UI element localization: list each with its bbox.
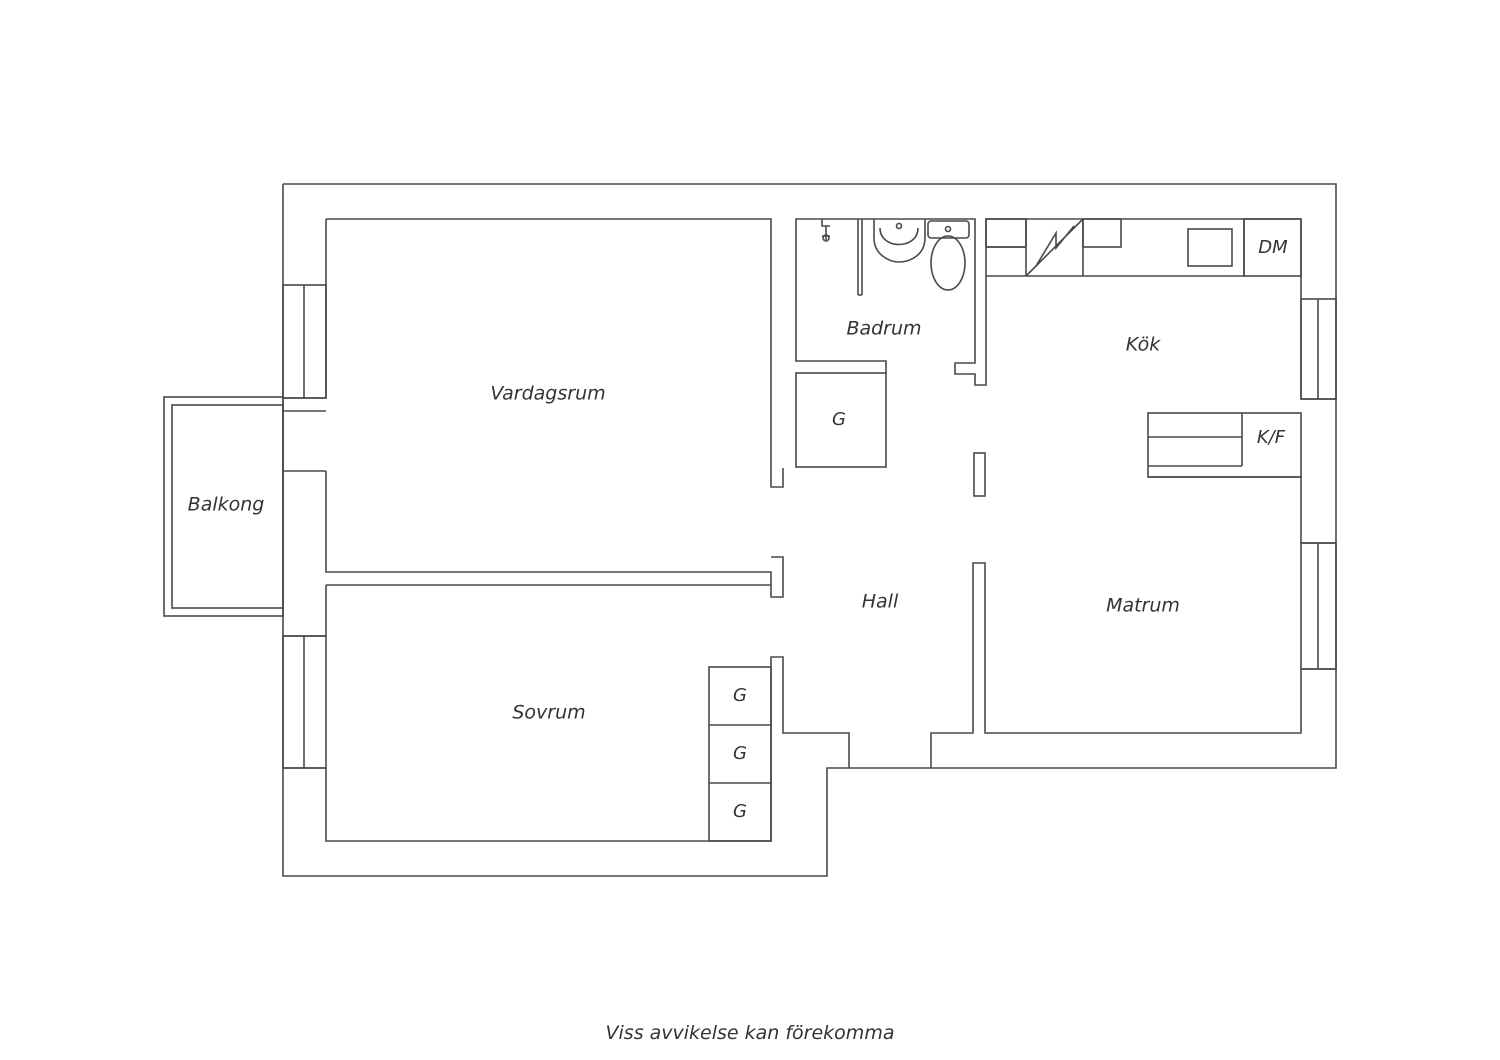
outer-walls xyxy=(282,183,1337,877)
fridge-freezer xyxy=(1147,412,1302,478)
room-label-balkong: Balkong xyxy=(188,494,265,516)
balcony xyxy=(163,396,284,617)
room-label-vardagsrum: Vardagsrum xyxy=(490,383,605,405)
shower-head-icon xyxy=(822,234,830,242)
kitchen-fixtures xyxy=(985,218,1302,478)
bedroom-closet-label-3: G xyxy=(733,801,747,822)
room-label-kok: Kök xyxy=(1126,334,1161,356)
bedroom-closet-label-2: G xyxy=(733,743,747,764)
room-label-badrum: Badrum xyxy=(846,318,921,340)
disclaimer-caption: Viss avvikelse kan förekomma xyxy=(605,1022,895,1044)
bedroom-closets xyxy=(708,666,772,842)
electric-stove-icon xyxy=(1025,218,1084,277)
wall-stub xyxy=(973,452,986,497)
hall-closet-label: G xyxy=(832,409,846,430)
room-label-sovrum: Sovrum xyxy=(512,702,585,724)
room-label-hall: Hall xyxy=(862,591,899,613)
toilet-bowl-icon xyxy=(930,235,966,291)
sink-icon xyxy=(873,219,926,263)
dishwasher-label: DM xyxy=(1258,237,1288,258)
hall-closet xyxy=(795,372,887,468)
windows xyxy=(282,284,1337,769)
bathroom-fixtures xyxy=(821,219,970,296)
bedroom-closet-label-1: G xyxy=(733,685,747,706)
room-label-matrum: Matrum xyxy=(1106,595,1180,617)
fridge-freezer-label: K/F xyxy=(1257,427,1286,448)
shower-icon xyxy=(821,219,830,240)
kitchen-sink-icon xyxy=(1187,228,1233,267)
toilet-tank-icon xyxy=(927,220,970,239)
